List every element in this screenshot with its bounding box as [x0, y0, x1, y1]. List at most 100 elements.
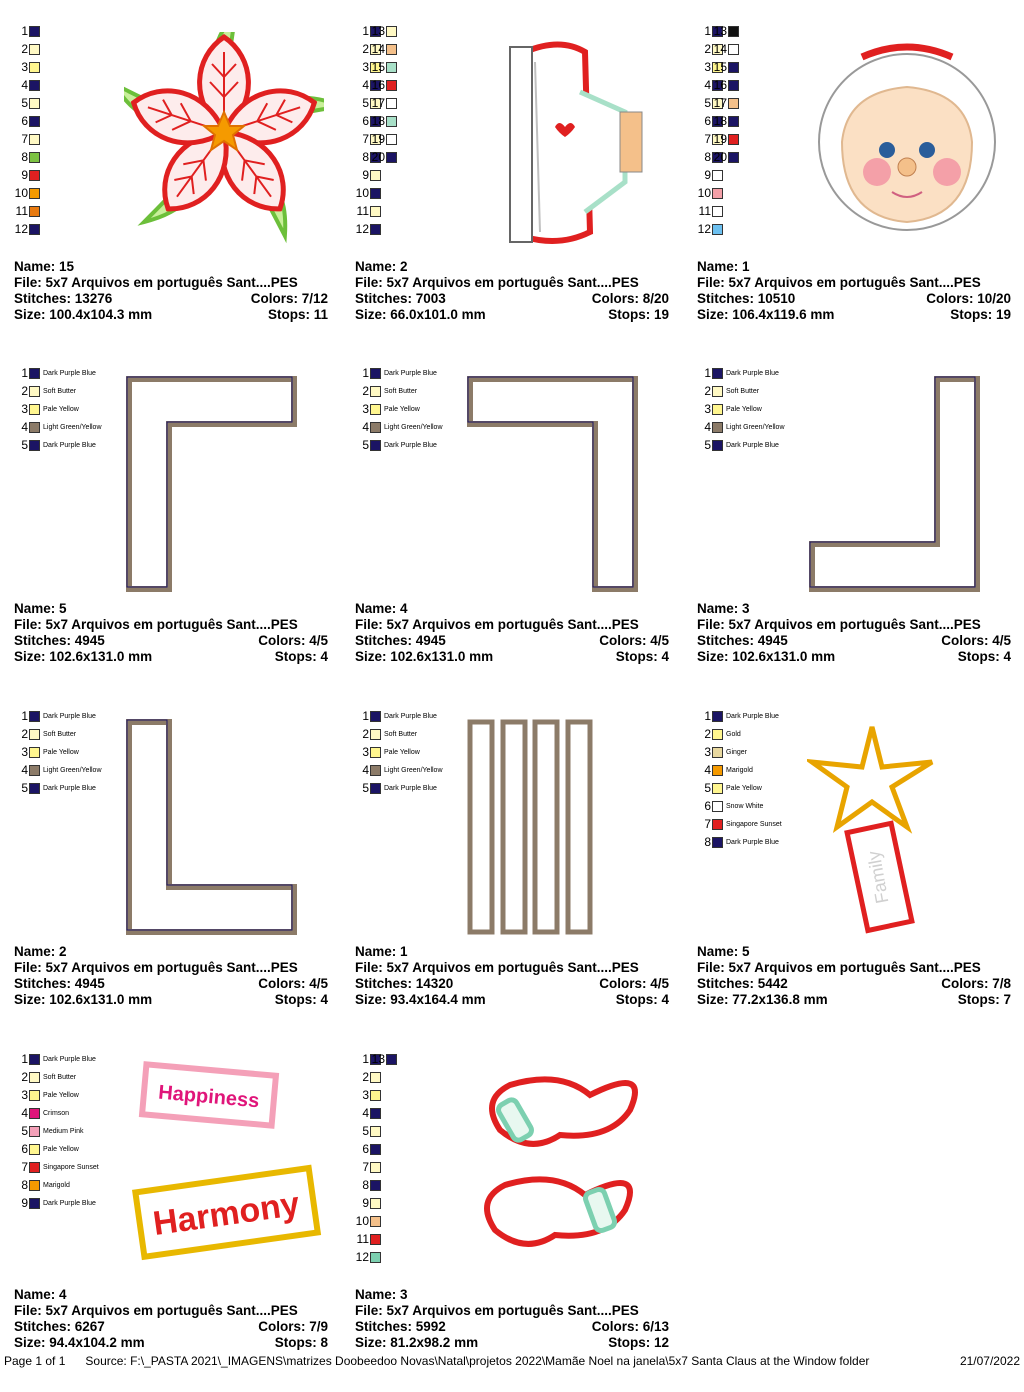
embroidery-preview: [126, 719, 297, 935]
swatch-number: 10: [355, 186, 369, 200]
color-swatch-row: 8: [355, 150, 381, 164]
thread-name: Light Green/Yellow: [43, 423, 102, 431]
thread-name: Soft Butter: [43, 387, 77, 395]
embroidery-preview: Family: [807, 726, 934, 934]
happiness-tag: [138, 1061, 280, 1129]
color-swatch: [728, 151, 739, 163]
design-size: Size: 81.2x98.2 mm: [355, 1335, 479, 1350]
embroidery-preview: [467, 376, 638, 592]
color-swatch-row: 1: [355, 24, 381, 38]
design-size: Size: 102.6x131.0 mm: [697, 649, 836, 664]
color-swatch: [712, 385, 723, 397]
color-swatch: [712, 836, 723, 848]
color-swatch: [29, 169, 40, 181]
color-count: Colors: 8/20: [591, 291, 669, 306]
swatch-number: 4: [362, 78, 369, 92]
swatch-number: 5: [21, 781, 28, 795]
swatch-number: 1: [704, 709, 711, 723]
swatch-number: 1: [21, 709, 28, 723]
color-swatch-row: 8: [355, 1178, 381, 1192]
stop-count: Stops: 19: [608, 307, 669, 322]
file-name: File: 5x7 Arquivos em português Sant....…: [14, 960, 298, 975]
file-name: File: 5x7 Arquivos em português Sant....…: [697, 275, 981, 290]
color-swatch: [712, 43, 723, 55]
swatch-number: 5: [21, 438, 28, 452]
color-count: Colors: 6/13: [591, 1319, 669, 1334]
star-icon: [807, 726, 934, 834]
swatch-number: 8: [362, 150, 369, 164]
color-swatch: [370, 1161, 381, 1173]
swatch-number: 1: [21, 366, 28, 380]
frame-corner-design: [126, 376, 297, 592]
flower-center: [201, 109, 247, 153]
swatch-number: 2: [704, 727, 711, 741]
color-swatch: [370, 421, 381, 433]
swatch-number: 2: [362, 727, 369, 741]
swatch-number: 3: [362, 745, 369, 759]
color-swatch-row: 5: [355, 96, 381, 110]
color-swatch: [29, 205, 40, 217]
collar-shape: [578, 89, 628, 214]
color-swatch-row: 6 Pale Yellow: [14, 1142, 79, 1156]
eye: [879, 142, 895, 158]
design-size: Size: 66.0x101.0 mm: [355, 307, 486, 322]
swatch-number: 9: [362, 1196, 369, 1210]
thread-name: Dark Purple Blue: [726, 838, 779, 846]
swatch-number: 6: [704, 114, 711, 128]
thread-name: Light Green/Yellow: [384, 766, 443, 774]
swatch-number: 20: [371, 150, 385, 164]
swatch-number: 4: [362, 420, 369, 434]
design-size: Size: 77.2x136.8 mm: [697, 992, 828, 1007]
color-swatch: [370, 1143, 381, 1155]
color-swatch: [29, 97, 40, 109]
thread-name: Pale Yellow: [43, 748, 79, 756]
embroidery-preview: [509, 41, 643, 244]
bar-outline: [565, 719, 593, 935]
design-name: Name: 3: [697, 601, 750, 616]
color-swatch: [370, 403, 381, 415]
thread-name: Dark Purple Blue: [384, 712, 437, 720]
thread-name: Pale Yellow: [43, 1145, 79, 1153]
embroidery-preview: [467, 719, 593, 935]
thread-name: Singapore Sunset: [43, 1163, 99, 1171]
color-swatch: [370, 385, 381, 397]
swatch-number: 18: [713, 114, 727, 128]
color-swatch: [29, 1107, 40, 1119]
swatch-number: 6: [21, 1142, 28, 1156]
swatch-number: 4: [21, 420, 28, 434]
thread-name: Snow White: [726, 802, 764, 810]
swatch-number: 2: [21, 727, 28, 741]
thread-name: Dark Purple Blue: [384, 369, 437, 377]
color-swatch-row: 12: [355, 1250, 381, 1264]
frame-corner-design: [467, 376, 638, 592]
swatch-number: 2: [362, 42, 369, 56]
color-swatch-row: 5: [355, 1124, 381, 1138]
swatch-number: 1: [362, 709, 369, 723]
thread-name: Dark Purple Blue: [726, 441, 779, 449]
color-swatch: [29, 1089, 40, 1101]
swatch-number: 12: [697, 222, 711, 236]
color-swatch-row: 6: [355, 114, 381, 128]
swatch-number: 3: [362, 402, 369, 416]
color-swatch: [370, 1233, 381, 1245]
design-name: Name: 1: [697, 259, 750, 274]
color-swatch-row: 4: [697, 78, 723, 92]
color-swatch: [712, 169, 723, 181]
swatch-number: 4: [21, 78, 28, 92]
thread-name: Dark Purple Blue: [43, 712, 96, 720]
swatch-number: 2: [362, 1070, 369, 1084]
swatch-number: 7: [21, 132, 28, 146]
color-count: Colors: 4/5: [599, 633, 669, 648]
thread-name: Crimson: [43, 1109, 70, 1117]
color-swatch: [728, 79, 739, 91]
color-swatch: [370, 79, 381, 91]
color-swatch: [370, 764, 381, 776]
color-swatch: [712, 97, 723, 109]
color-swatch-row: 10: [355, 1214, 381, 1228]
